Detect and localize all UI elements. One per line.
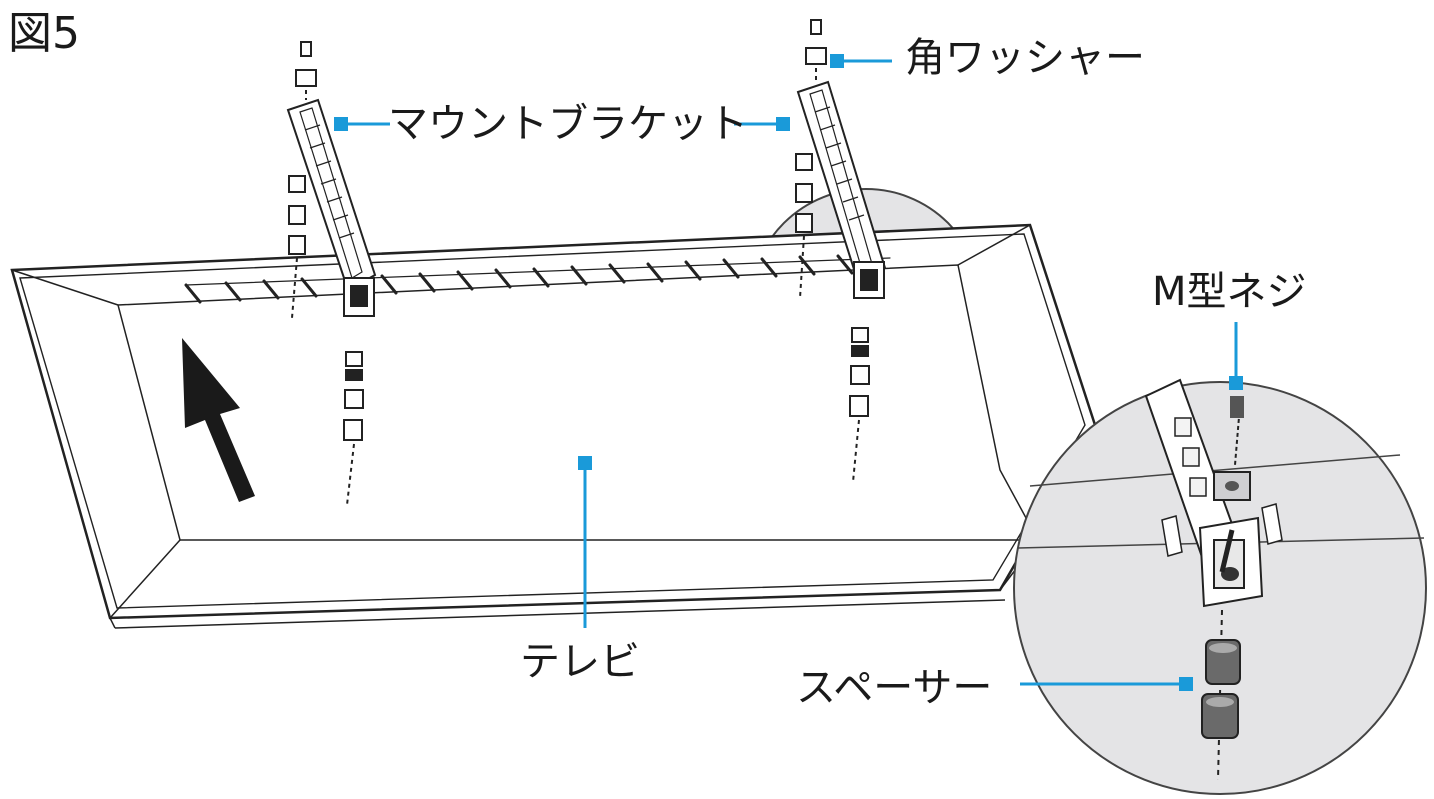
label-square-washer: 角ワッシャー — [905, 35, 1145, 81]
label-tv: テレビ — [520, 639, 640, 685]
label-m-screw: M型ネジ — [1152, 269, 1307, 315]
callout-spacer — [1020, 677, 1193, 691]
label-spacer: スペーサー — [796, 665, 993, 711]
right-mount-bracket — [796, 80, 887, 299]
callout-tv — [578, 456, 592, 628]
magnifier-detail — [1013, 378, 1427, 795]
callout-square-washer — [830, 54, 892, 68]
right-bracket-screw-stack — [795, 19, 870, 483]
figure-title: 図5 — [8, 8, 80, 59]
left-bracket-screw-stack — [288, 41, 364, 506]
tv-mount-slots — [184, 254, 891, 304]
tv-panel — [10, 223, 1097, 629]
left-mount-bracket — [286, 98, 377, 317]
callout-mount-bracket — [334, 117, 790, 131]
callout-m-screw — [1229, 322, 1243, 390]
arrow-up-left-icon — [182, 338, 255, 502]
label-mount-bracket: マウントブラケット — [388, 101, 748, 147]
